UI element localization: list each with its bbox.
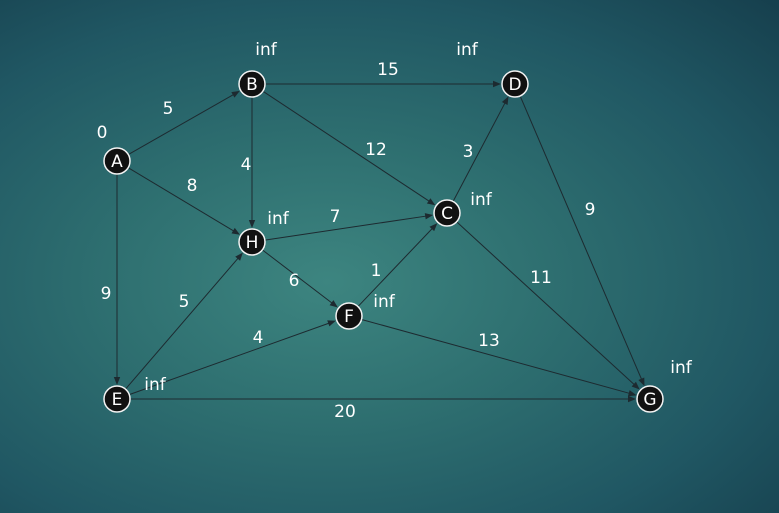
edge-c-d <box>452 96 509 202</box>
arrowhead <box>329 300 338 308</box>
distance-label-f: inf <box>373 292 395 312</box>
edge-weight-a-e: 9 <box>101 284 112 304</box>
node-g[interactable]: G <box>636 385 664 413</box>
edge-line <box>129 322 331 396</box>
edge-line <box>127 167 236 233</box>
edge-weight-f-g: 13 <box>478 331 500 351</box>
edge-line <box>361 318 631 395</box>
node-circle <box>433 199 461 227</box>
edge-e-g <box>130 395 636 403</box>
edge-weight-e-f: 4 <box>253 328 264 348</box>
node-b[interactable]: B <box>238 70 266 98</box>
edge-b-c <box>262 90 436 206</box>
edge-a-b <box>128 90 240 155</box>
edge-a-e <box>113 174 121 385</box>
edge-e-f <box>129 320 336 396</box>
edge-line <box>452 101 507 202</box>
arrowhead <box>638 377 645 387</box>
arrowhead <box>424 213 434 220</box>
arrowhead <box>235 252 243 261</box>
node-circle <box>501 70 529 98</box>
edge-b-d <box>265 80 501 88</box>
node-label: H <box>246 233 259 253</box>
arrowhead <box>231 227 240 235</box>
edge-line <box>357 227 434 307</box>
node-circle <box>238 228 266 256</box>
edge-line <box>456 221 636 386</box>
edge-weight-f-c: 1 <box>371 261 382 281</box>
arrowhead <box>631 381 640 390</box>
node-h[interactable]: H <box>238 228 266 256</box>
edge-weight-h-c: 7 <box>330 207 341 227</box>
node-label: C <box>441 204 453 224</box>
edge-weight-d-g: 9 <box>585 200 596 220</box>
edge-weight-e-h: 5 <box>179 292 190 312</box>
node-circle <box>103 147 131 175</box>
arrowhead <box>426 198 436 206</box>
node-label: E <box>112 390 123 410</box>
distance-label-g: inf <box>670 358 692 378</box>
distances-layer: 0 inf inf inf inf inf inf inf <box>97 40 693 395</box>
distance-label-b: inf <box>255 40 277 60</box>
edge-weight-a-h: 8 <box>187 176 198 196</box>
node-circle <box>636 385 664 413</box>
arrowhead <box>628 395 636 403</box>
edge-line <box>262 249 334 305</box>
node-circle <box>238 70 266 98</box>
node-label: B <box>246 75 258 95</box>
edge-line <box>125 256 240 390</box>
edge-line <box>264 215 428 241</box>
arrowhead <box>113 377 121 385</box>
edge-weight-c-g: 11 <box>530 268 552 288</box>
nodes-layer: A B D C H F E G <box>103 70 664 413</box>
node-label: G <box>643 390 656 410</box>
edge-weight-h-f: 6 <box>289 271 300 291</box>
arrowhead <box>429 223 438 232</box>
arrowhead <box>248 220 256 228</box>
arrowhead <box>501 96 509 105</box>
edge-h-c <box>264 213 434 241</box>
edge-line <box>519 95 643 381</box>
node-c[interactable]: C <box>433 199 461 227</box>
distance-label-d: inf <box>456 40 478 60</box>
distance-label-h: inf <box>267 209 289 229</box>
node-label: D <box>508 75 521 95</box>
node-label: A <box>111 152 123 172</box>
edge-weight-b-h: 4 <box>241 155 252 175</box>
edge-h-f <box>262 249 338 308</box>
node-e[interactable]: E <box>103 385 131 413</box>
edge-c-g <box>456 221 640 390</box>
edge-e-h <box>125 252 243 390</box>
edge-a-h <box>127 167 240 235</box>
edge-line <box>262 90 431 203</box>
edges-layer <box>113 80 645 403</box>
node-f[interactable]: F <box>335 302 363 330</box>
edge-d-g <box>519 95 645 387</box>
edge-weight-b-d: 15 <box>377 60 399 80</box>
edge-weight-b-c: 12 <box>365 140 387 160</box>
arrowhead <box>627 390 637 397</box>
node-label: F <box>344 307 354 327</box>
distance-label-c: inf <box>470 190 492 210</box>
arrowhead <box>231 90 240 98</box>
edge-b-h <box>248 97 256 228</box>
edge-weight-e-g: 20 <box>334 402 356 422</box>
edge-line <box>128 93 235 155</box>
edge-f-c <box>357 223 438 307</box>
distance-label-e: inf <box>144 375 166 395</box>
node-d[interactable]: D <box>501 70 529 98</box>
edge-f-g <box>361 318 637 397</box>
arrowhead <box>493 80 501 88</box>
node-circle <box>335 302 363 330</box>
distance-label-a: 0 <box>97 123 108 143</box>
edge-weight-a-b: 5 <box>163 99 174 119</box>
arrowhead <box>327 320 336 327</box>
edge-weight-c-d: 3 <box>463 142 474 162</box>
node-a[interactable]: A <box>103 147 131 175</box>
node-circle <box>103 385 131 413</box>
